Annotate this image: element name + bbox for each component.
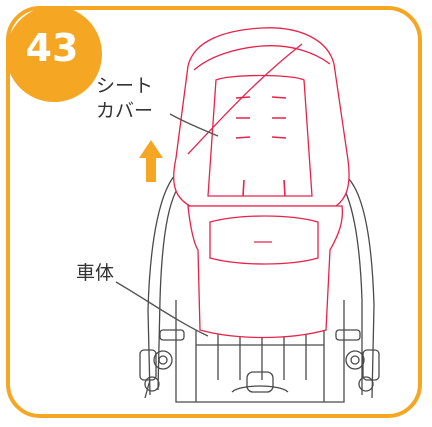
frame-leader-line [115,281,209,337]
seat-cover-leader-line [169,113,219,137]
seat-cover-label: シート カバー [96,74,166,124]
step-number: 43 [25,26,79,70]
arrow-up-icon [139,140,163,182]
seat-cover [173,27,350,339]
seat-cover-label-line2: カバー [96,100,154,122]
seat-cover-label-line1: シート [96,75,154,97]
frame-label: 車体 [76,262,115,284]
step-badge-circle [6,6,102,102]
stroller-frame [139,171,380,403]
